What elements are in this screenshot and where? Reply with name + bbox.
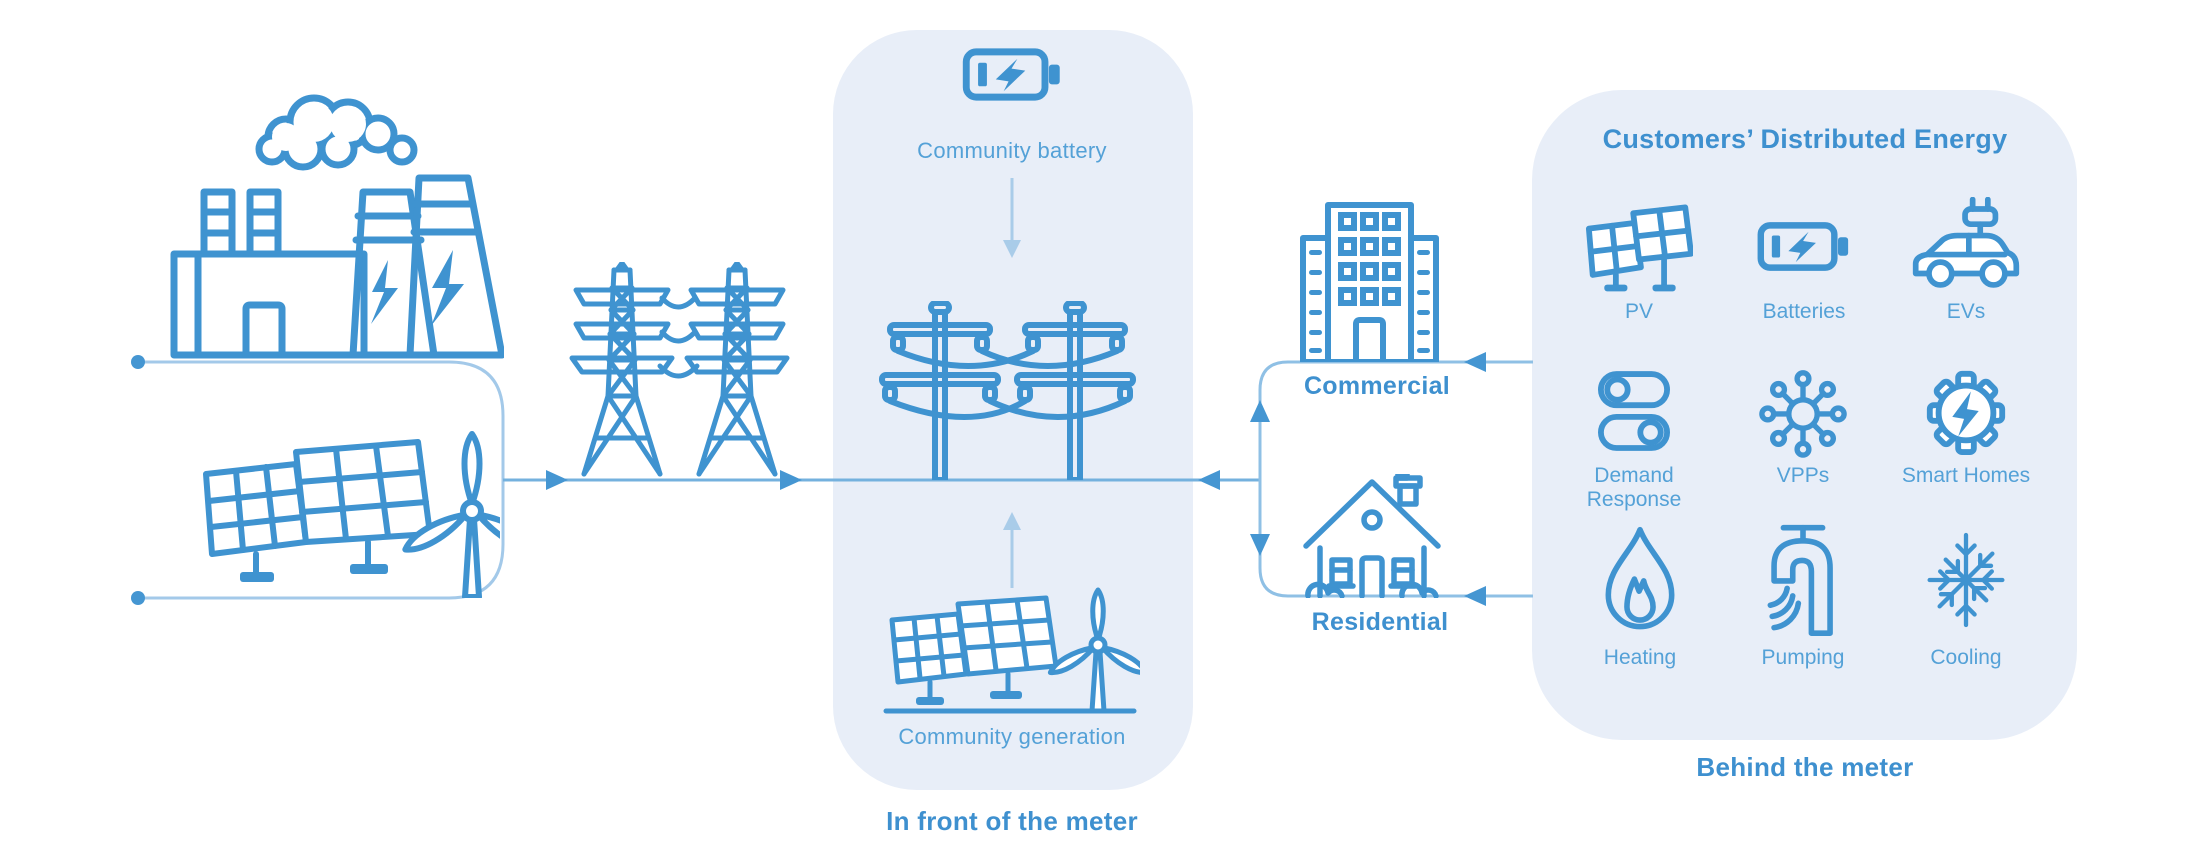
der-item-label: Demand Response bbox=[1586, 464, 1682, 511]
der-item-label: Smart Homes bbox=[1901, 464, 2031, 487]
toggles-icon bbox=[1598, 366, 1670, 458]
utility-solar-wind-icon bbox=[203, 431, 500, 598]
ev-car-icon bbox=[1910, 197, 2022, 294]
behind-meter-title: Customers’ Distributed Energy bbox=[1602, 124, 2008, 154]
der-item-label: Pumping bbox=[1761, 646, 1845, 669]
der-cell-pumping: Pumping bbox=[1728, 520, 1878, 670]
der-cell-evs: EVs bbox=[1891, 197, 2041, 324]
der-cell-cooling: Cooling bbox=[1891, 520, 2041, 670]
front-of-meter-caption: In front of the meter bbox=[886, 806, 1138, 836]
der-cell-heating: Heating bbox=[1565, 520, 1715, 670]
battery-icon bbox=[1757, 198, 1851, 294]
power-plant-icon bbox=[170, 94, 504, 359]
commercial-label: Commercial bbox=[1303, 372, 1451, 400]
arrow-up-icon bbox=[1250, 400, 1270, 422]
der-item-label: VPPs bbox=[1776, 464, 1830, 487]
arrow-down-icon bbox=[1003, 240, 1021, 258]
distribution-poles-icon bbox=[879, 301, 1136, 480]
community-battery-label: Community battery bbox=[917, 138, 1107, 163]
network-hub-icon bbox=[1757, 366, 1849, 458]
tap-icon bbox=[1761, 520, 1845, 640]
snowflake-icon bbox=[1922, 520, 2010, 640]
der-cell-smart-homes: Smart Homes bbox=[1891, 366, 2041, 488]
der-item-label: EVs bbox=[1946, 300, 1986, 323]
arrow-up-icon bbox=[1003, 512, 1021, 530]
behind-meter-caption: Behind the meter bbox=[1696, 752, 1914, 782]
arrow-left-icon bbox=[1464, 352, 1486, 372]
customer-branch-line bbox=[1258, 360, 1533, 598]
transmission-towers-icon bbox=[569, 262, 790, 477]
residential-label: Residential bbox=[1311, 608, 1449, 636]
residential-house-icon bbox=[1303, 474, 1441, 598]
gear-bolt-icon bbox=[1921, 366, 2011, 458]
arrow-left-icon bbox=[1198, 470, 1220, 490]
solar-pv-icon bbox=[1585, 198, 1693, 294]
flame-icon bbox=[1599, 520, 1681, 640]
arrow-left-icon bbox=[1464, 586, 1486, 606]
der-item-label: Cooling bbox=[1930, 646, 2002, 669]
der-item-label: Batteries bbox=[1762, 300, 1846, 323]
der-cell-batteries: Batteries bbox=[1729, 198, 1879, 324]
arrow-right-icon bbox=[546, 470, 568, 490]
node-dot bbox=[131, 355, 145, 369]
der-item-label: Heating bbox=[1603, 646, 1677, 669]
node-dot bbox=[131, 591, 145, 605]
commercial-building-icon bbox=[1300, 202, 1439, 362]
der-item-label: PV bbox=[1624, 300, 1653, 323]
community-generation-icon bbox=[883, 587, 1140, 714]
der-cell-demand-response: Demand Response bbox=[1559, 366, 1709, 511]
arrow-right-icon bbox=[780, 470, 802, 490]
community-battery-icon bbox=[962, 44, 1063, 105]
arrow-down-icon bbox=[1250, 534, 1270, 556]
community-generation-label: Community generation bbox=[898, 724, 1126, 749]
der-cell-pv: PV bbox=[1564, 198, 1714, 324]
der-cell-vpps: VPPs bbox=[1728, 366, 1878, 488]
